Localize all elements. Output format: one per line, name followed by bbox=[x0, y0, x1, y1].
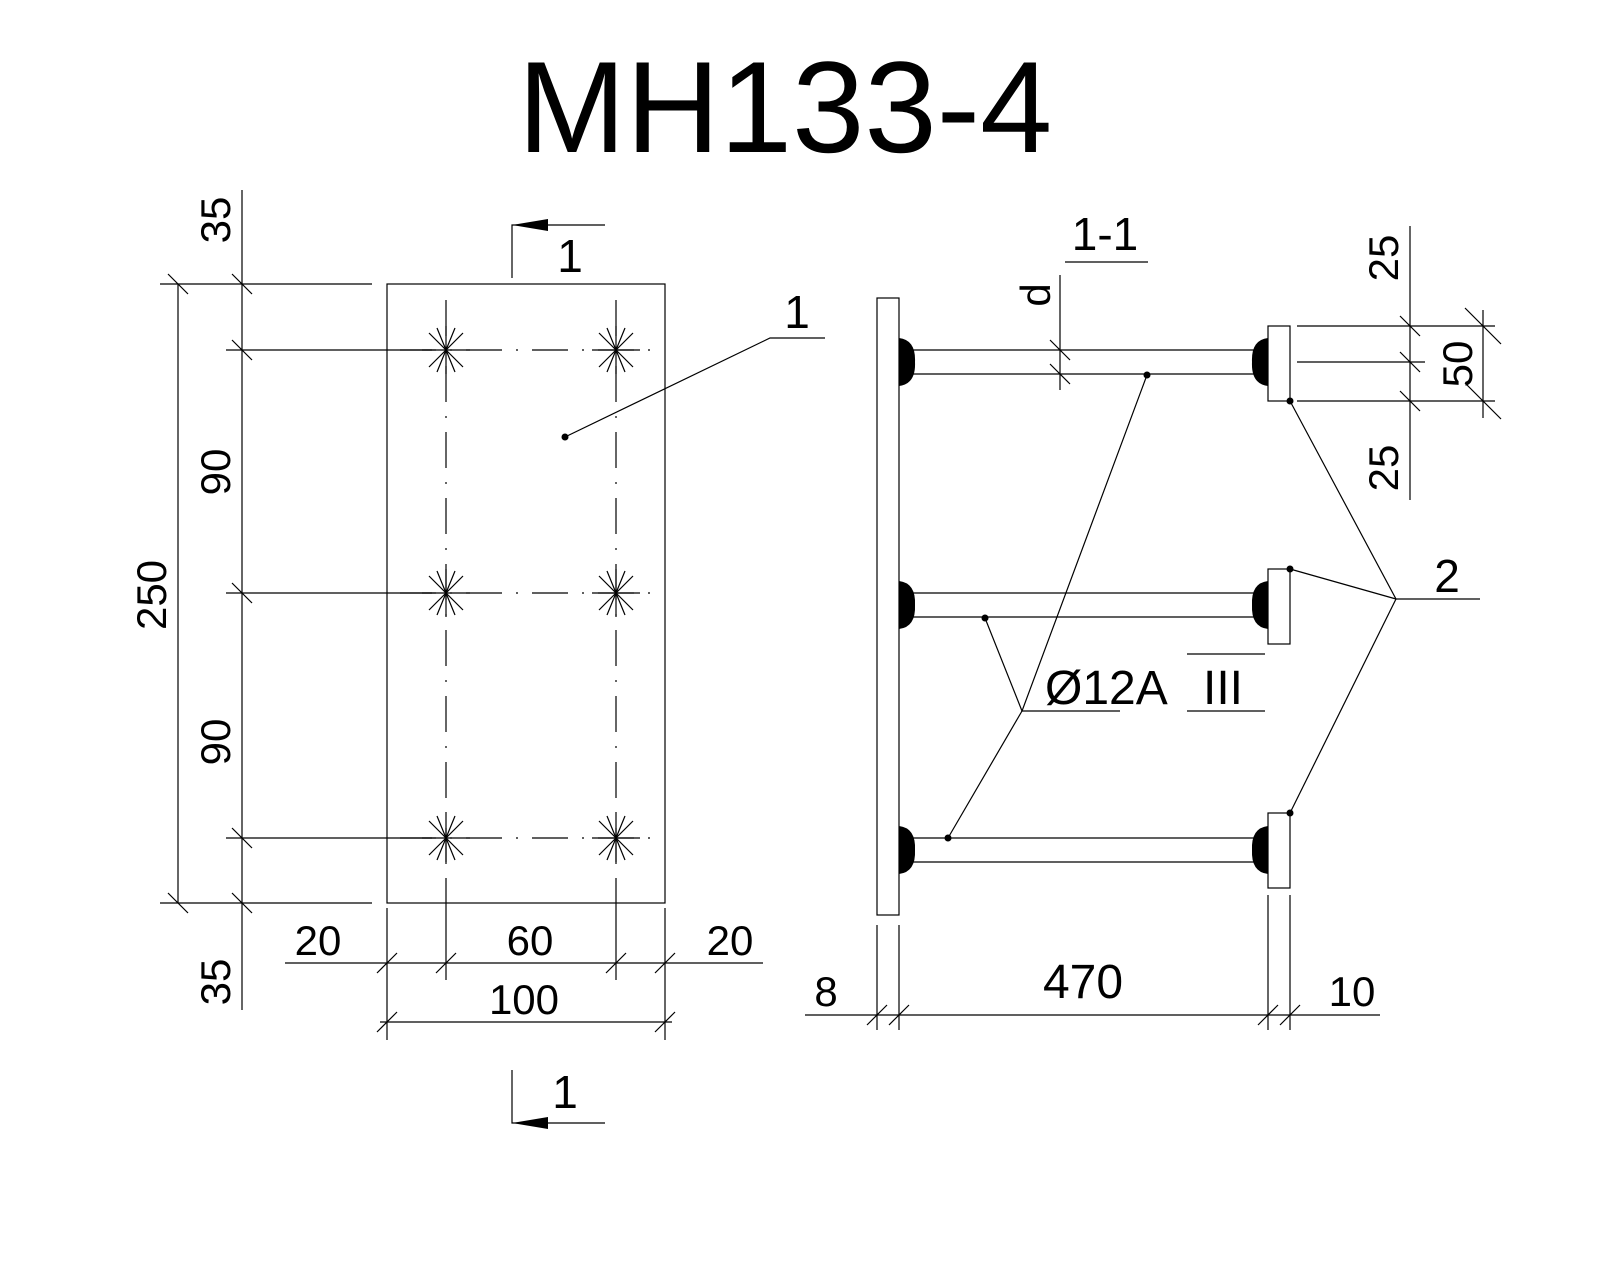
end-plate bbox=[1267, 812, 1291, 889]
dimension-left: 35 90 250 90 35 bbox=[128, 190, 432, 1010]
dim-right-top-25: 25 bbox=[1360, 235, 1407, 282]
section-marker-top: 1 bbox=[511, 219, 605, 282]
leader-part-1: 1 bbox=[561, 286, 825, 441]
dim-section-plate-8: 8 bbox=[814, 968, 837, 1015]
weld bbox=[899, 338, 916, 386]
section-marker-label: 1 bbox=[557, 230, 583, 282]
dimension-section-bottom: 8 470 10 bbox=[805, 895, 1380, 1030]
section-marker-bottom: 1 bbox=[511, 1066, 605, 1129]
d-label: d bbox=[1012, 283, 1059, 306]
dim-right-bottom-25: 25 bbox=[1360, 445, 1407, 492]
dim-edge-left-20: 20 bbox=[295, 917, 342, 964]
weld bbox=[899, 826, 916, 874]
dim-bottom-35: 35 bbox=[192, 959, 239, 1006]
section-title: 1-1 bbox=[1072, 208, 1138, 260]
leader-part-2: 2 bbox=[1286, 397, 1480, 817]
dim-section-end-10: 10 bbox=[1329, 968, 1376, 1015]
leader-rebar: Ø12А III bbox=[944, 371, 1265, 842]
dim-total-250: 250 bbox=[128, 560, 175, 630]
main-plate bbox=[876, 297, 900, 916]
anchor-mark bbox=[592, 569, 640, 617]
dim-top-35: 35 bbox=[192, 197, 239, 244]
leader-label: 1 bbox=[784, 286, 810, 338]
plan-view: 1 1 1 35 bbox=[128, 190, 825, 1129]
weld bbox=[899, 581, 916, 629]
section-view: 1-1 d bbox=[805, 208, 1502, 1030]
dim-middle-60: 60 bbox=[507, 917, 554, 964]
dimension-d: d bbox=[1012, 275, 1071, 390]
end-plate bbox=[1267, 325, 1291, 402]
anchor-mark bbox=[592, 326, 640, 374]
rebar-label: Ø12А bbox=[1045, 662, 1168, 715]
dim-right-plate-50: 50 bbox=[1434, 341, 1481, 388]
end-plate bbox=[1267, 568, 1291, 645]
part-2-label: 2 bbox=[1434, 550, 1460, 602]
dim-section-length-470: 470 bbox=[1043, 956, 1123, 1009]
weld bbox=[1251, 826, 1268, 874]
weld bbox=[1251, 581, 1268, 629]
section-marker-label: 1 bbox=[552, 1066, 578, 1118]
rebar-class: III bbox=[1203, 662, 1243, 715]
dimension-bottom: 20 60 20 100 bbox=[285, 880, 763, 1040]
dim-total-100: 100 bbox=[489, 976, 559, 1023]
dim-upper-90: 90 bbox=[192, 449, 239, 496]
drawing-title: МН133-4 bbox=[518, 34, 1053, 180]
dim-lower-90: 90 bbox=[192, 719, 239, 766]
anchor-mark bbox=[592, 814, 640, 862]
weld bbox=[1251, 338, 1268, 386]
dimension-right: 25 50 25 bbox=[1297, 226, 1502, 500]
dim-edge-right-20: 20 bbox=[707, 917, 754, 964]
